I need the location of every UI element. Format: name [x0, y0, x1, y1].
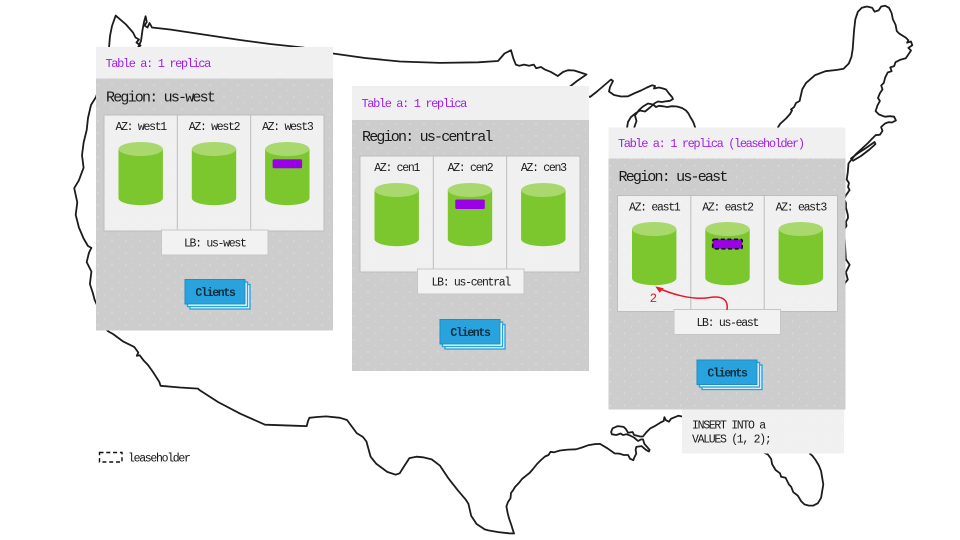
svg-text:LB: us-central: LB: us-central [432, 277, 512, 290]
svg-text:2: 2 [650, 292, 657, 306]
svg-text:Table a: 1 replica (leaseholde: Table a: 1 replica (leaseholder) [618, 137, 804, 151]
svg-text:INSERT INTO a: INSERT INTO a [692, 420, 766, 433]
svg-text:LB: us-east: LB: us-east [696, 317, 758, 330]
svg-text:Region: us-east: Region: us-east [619, 169, 728, 186]
svg-text:AZ: east2: AZ: east2 [702, 202, 754, 215]
svg-text:VALUES (1, 2);: VALUES (1, 2); [692, 434, 770, 447]
svg-text:leaseholder: leaseholder [128, 453, 190, 466]
svg-text:AZ: east1: AZ: east1 [629, 202, 681, 215]
svg-text:AZ: east3: AZ: east3 [776, 202, 828, 215]
svg-text:Region: us-central: Region: us-central [362, 129, 493, 146]
svg-text:LB: us-west: LB: us-west [184, 238, 246, 251]
svg-text:Table a: 1 replica: Table a: 1 replica [362, 97, 468, 111]
svg-text:Clients: Clients [707, 368, 748, 381]
svg-text:Region: us-west: Region: us-west [106, 90, 215, 107]
svg-text:Table a: 1 replica: Table a: 1 replica [106, 57, 212, 71]
svg-text:Clients: Clients [450, 327, 491, 340]
svg-text:AZ: cen2: AZ: cen2 [448, 162, 494, 175]
svg-text:AZ: cen3: AZ: cen3 [521, 162, 567, 175]
svg-text:AZ: cen1: AZ: cen1 [374, 162, 420, 175]
svg-text:AZ: west3: AZ: west3 [262, 121, 314, 134]
svg-text:AZ: west2: AZ: west2 [189, 121, 241, 134]
svg-text:Clients: Clients [195, 287, 236, 300]
svg-text:AZ: west1: AZ: west1 [115, 121, 167, 134]
